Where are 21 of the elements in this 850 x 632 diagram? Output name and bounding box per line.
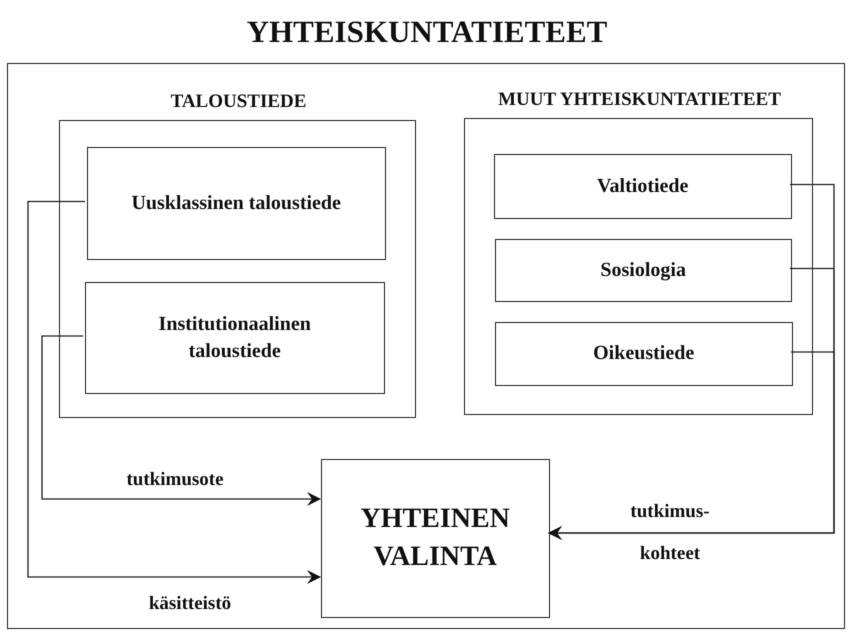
process-box — [87, 147, 386, 260]
group-heading: MUUT YHTEISKUNTATIETEET — [497, 89, 782, 111]
box-label: YHTEINEN VALINTA — [360, 502, 511, 574]
process-box — [85, 282, 385, 394]
group-heading: TALOUSTIEDE — [170, 91, 308, 113]
arrow — [41, 335, 321, 506]
edge-label: tutkimusote — [125, 468, 225, 492]
box-label: Oikeustiede — [592, 341, 696, 366]
box-label: Institutionaalinen taloustiede — [158, 312, 312, 364]
process-box — [495, 322, 793, 386]
edge-label: käsitteistö — [148, 592, 232, 616]
central-box — [321, 459, 550, 618]
box-label: Valtiotiede — [596, 174, 690, 199]
process-box — [495, 239, 792, 302]
edge-label: tutkimus- kohteet — [629, 500, 711, 566]
box-label: Uusklassinen taloustiede — [130, 190, 342, 216]
process-box — [494, 154, 792, 219]
arrow — [548, 351, 835, 540]
box-label: Sosiologia — [599, 258, 687, 283]
group-heading: YHTEISKUNTATIETEET — [246, 14, 608, 50]
arrow — [27, 200, 321, 584]
